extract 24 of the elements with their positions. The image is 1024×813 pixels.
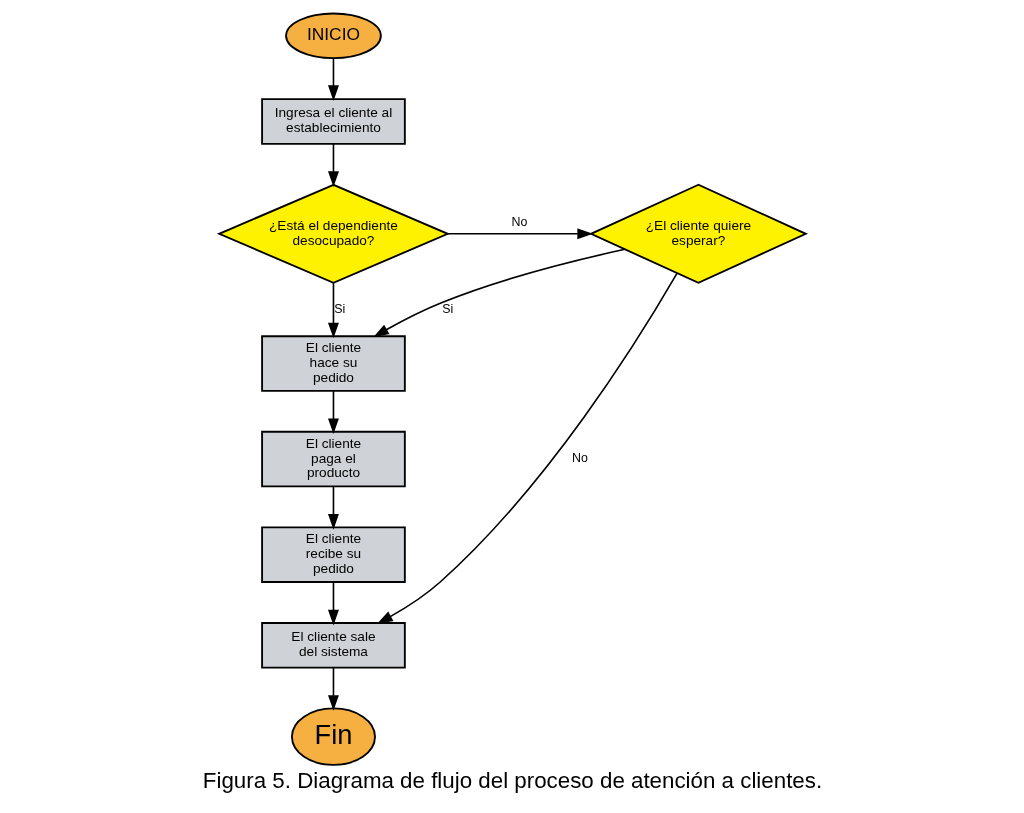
arrow <box>327 390 339 435</box>
node-ellipse: INICIO <box>284 12 382 60</box>
node-diamond: ¿El cliente quiere esperar? <box>588 183 808 284</box>
arrow <box>327 581 339 626</box>
node-ellipse: Fin <box>290 707 376 766</box>
arrow <box>327 485 339 530</box>
node-box: El cliente hace su pedido <box>260 335 406 392</box>
arrow <box>327 143 339 187</box>
arrow <box>372 248 626 338</box>
caption: Figura 5. Diagrama de flujo del proceso de atención a clientes. <box>202 767 822 793</box>
node-box: El cliente recibe su pedido <box>260 526 406 583</box>
arrow <box>327 57 339 102</box>
arrow <box>446 228 593 240</box>
node-box: El cliente paga el producto <box>260 430 406 488</box>
edge-label: No <box>571 451 588 466</box>
arrow <box>376 272 678 624</box>
edge-label: No <box>510 215 527 230</box>
edge-label: Si <box>333 301 345 316</box>
node-diamond: ¿Está el dependiente desocupado? <box>216 183 450 284</box>
node-box: Ingresa el cliente al establecimiento <box>260 98 406 145</box>
node-box: El cliente sale del sistema <box>260 622 406 669</box>
arrow <box>327 667 339 711</box>
edge-label: Si <box>441 301 453 316</box>
arrow <box>327 282 339 339</box>
